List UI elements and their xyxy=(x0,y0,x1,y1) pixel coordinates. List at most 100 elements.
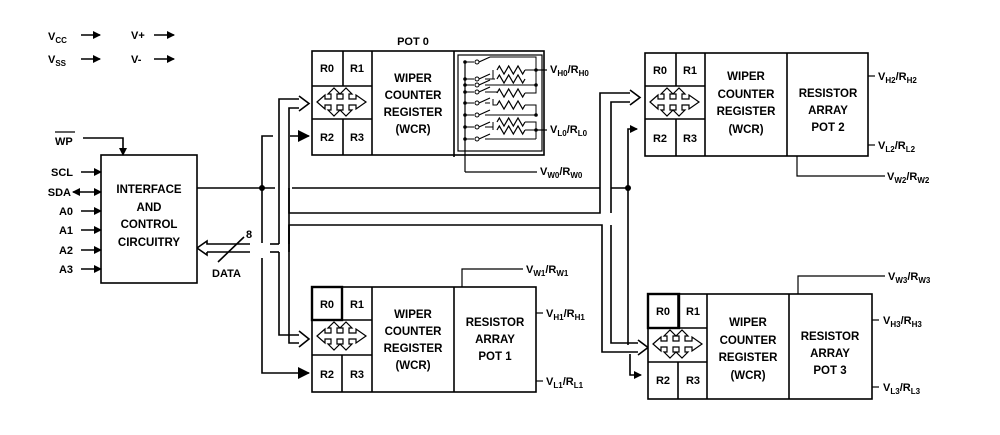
register-r0: R0 xyxy=(320,63,334,75)
pot3-block: R0 R1 R2 R3 WIPER COUNTER REGISTER (WCR)… xyxy=(646,271,931,400)
register-r0: R0 xyxy=(653,65,667,77)
wcr-label-line: COUNTER xyxy=(720,335,778,347)
junction-dot xyxy=(534,83,538,87)
interface-title-line: CONTROL xyxy=(121,219,178,231)
wcr-label-line: WIPER xyxy=(394,73,432,85)
switch-contact-icon xyxy=(474,82,480,88)
switch-blade-icon xyxy=(478,79,491,86)
switch-contact-icon xyxy=(474,124,480,130)
register-r1: R1 xyxy=(350,299,364,311)
data-bus: 8 DATA xyxy=(196,89,650,356)
array-label-line: ARRAY xyxy=(810,348,850,360)
resistor-icon xyxy=(496,99,526,111)
register-r1: R1 xyxy=(686,306,700,318)
bidirectional-arrows-icon xyxy=(652,329,704,359)
multiplexer-arrows-icon xyxy=(652,329,704,359)
resistor-icon xyxy=(496,124,526,136)
legend-vss: VSS V- xyxy=(48,54,175,68)
array-label-line: POT 2 xyxy=(811,122,844,134)
pot3-terminal-l: VL3/RL3 xyxy=(883,382,921,396)
bus-pot1-a xyxy=(278,252,299,336)
data-bus-arrowhead xyxy=(196,239,218,257)
register-r0: R0 xyxy=(656,306,670,318)
pot2-terminal-l: VL2/RL2 xyxy=(878,140,916,154)
pin-wp-line xyxy=(83,137,127,156)
pin-label: SCL xyxy=(51,167,73,179)
register-r2: R2 xyxy=(320,369,334,381)
pot1-terminal-l: VL1/RL1 xyxy=(546,376,584,390)
switch-contact-icon xyxy=(474,76,480,82)
wcr-label-line: COUNTER xyxy=(718,89,776,101)
pot0-terminal-l: VL0/RL0 xyxy=(550,124,588,138)
pin-label: A1 xyxy=(59,225,73,237)
pin-label: SDA xyxy=(48,187,71,199)
bus-pot1-b xyxy=(288,225,299,344)
resistor-icon xyxy=(496,73,526,85)
legend: VCC V+ VSS V- xyxy=(48,30,175,68)
pot3-terminal-w: VW3/RW3 xyxy=(888,271,931,285)
data-bus-label: DATA xyxy=(212,268,241,280)
array-label-line: RESISTOR xyxy=(801,331,860,343)
pot1-terminal-w: VW1/RW1 xyxy=(526,264,569,278)
pin-label: A3 xyxy=(59,264,73,276)
switch-blade-icon xyxy=(478,97,491,104)
pot0-block: POT 0 R0 R1 R2 R3 WIPER COUNTER REGISTER… xyxy=(311,36,589,180)
multiplexer-arrows-icon xyxy=(316,87,368,117)
register-r2: R2 xyxy=(320,132,334,144)
pot1-block: R0 R1 R2 R3 WIPER COUNTER REGISTER (WCR)… xyxy=(310,264,585,393)
pin-a2: A2 xyxy=(59,245,102,257)
switch-contact-icon xyxy=(474,136,480,142)
bus-width-label: 8 xyxy=(246,229,252,241)
switch-contact-icon xyxy=(474,100,480,106)
resistor-icon xyxy=(496,64,526,76)
resistor-icon xyxy=(496,87,526,99)
bus-arrowhead-pot3 xyxy=(637,339,650,356)
wcr-label-line: REGISTER xyxy=(719,352,778,364)
wire xyxy=(525,85,537,94)
switch-contact-icon xyxy=(474,89,480,95)
control-line-pot0-up xyxy=(261,135,273,188)
switch-icons xyxy=(463,56,491,142)
wcr-label-line: REGISTER xyxy=(384,107,443,119)
bus-width-slash xyxy=(217,236,245,263)
pin-sda: SDA xyxy=(48,187,102,199)
bus-pot0-a xyxy=(278,98,299,244)
pot2-terminal-w: VW2/RW2 xyxy=(887,171,930,185)
arrow-to-pot2-r2 xyxy=(627,125,638,188)
bus-pot0-b xyxy=(288,107,299,244)
bus-arrowhead-pot0 xyxy=(298,95,311,112)
wcr-label-line: COUNTER xyxy=(385,326,443,338)
array-label-line: POT 3 xyxy=(813,365,846,377)
legend-vcc: VCC V+ xyxy=(48,30,175,45)
wcr-label-line: WIPER xyxy=(729,317,767,329)
wcr-label-line: (WCR) xyxy=(395,124,430,136)
register-r3: R3 xyxy=(686,375,700,387)
wcr-label-line: (WCR) xyxy=(730,370,765,382)
pin-a0: A0 xyxy=(59,206,102,218)
array-label-line: ARRAY xyxy=(475,334,515,346)
pot0-terminal-w: VW0/RW0 xyxy=(540,166,583,180)
wiper-lead xyxy=(796,156,885,177)
switch-blade-icon xyxy=(478,121,491,128)
pin-a1: A1 xyxy=(59,225,102,237)
pin-label: A2 xyxy=(59,245,73,257)
wiper-lead xyxy=(797,275,885,294)
register-r2: R2 xyxy=(656,375,670,387)
bus-to-pot2-b xyxy=(610,101,630,213)
interface-title-line: AND xyxy=(137,202,162,214)
multiplexer-arrows-icon xyxy=(649,87,701,117)
wire xyxy=(492,99,497,106)
register-r2: R2 xyxy=(653,133,667,145)
wire xyxy=(490,56,537,85)
register-r3: R3 xyxy=(350,369,364,381)
switch-blade-icon xyxy=(478,133,491,140)
arrow-to-pot1-r2 xyxy=(261,258,310,379)
wcr-label-line: REGISTER xyxy=(384,343,443,355)
bus-arrowhead-pot1 xyxy=(298,330,311,348)
register-r1: R1 xyxy=(683,65,697,77)
interface-title-line: CIRCUITRY xyxy=(118,237,181,249)
switch-blade-icon xyxy=(478,73,491,80)
wcr-label-line: COUNTER xyxy=(385,90,443,102)
legend-vss-label: VSS xyxy=(48,54,67,68)
array-label-line: ARRAY xyxy=(808,105,848,117)
